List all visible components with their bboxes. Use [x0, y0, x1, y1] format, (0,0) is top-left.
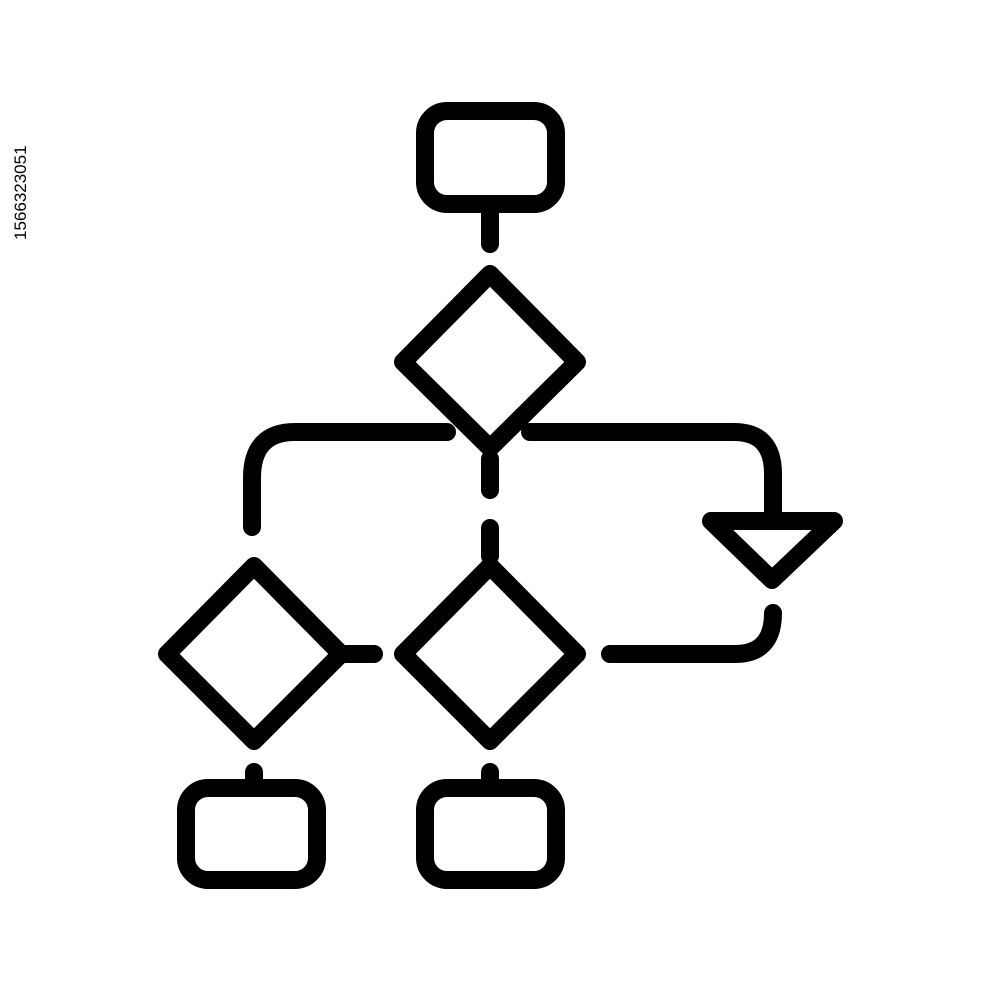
merge-triangle	[702, 512, 843, 589]
left-branch-connector	[243, 423, 456, 536]
center-result-box	[416, 779, 565, 889]
stock-id-text: 1566323051	[11, 145, 30, 240]
right-branch-connector	[521, 423, 782, 523]
top-decision-diamond	[394, 265, 586, 457]
left-decision-diamond	[158, 557, 350, 750]
center-to-merge-connector	[601, 604, 782, 663]
start-box	[416, 102, 565, 213]
left-result-box	[177, 779, 326, 889]
center-decision-diamond	[394, 557, 586, 750]
